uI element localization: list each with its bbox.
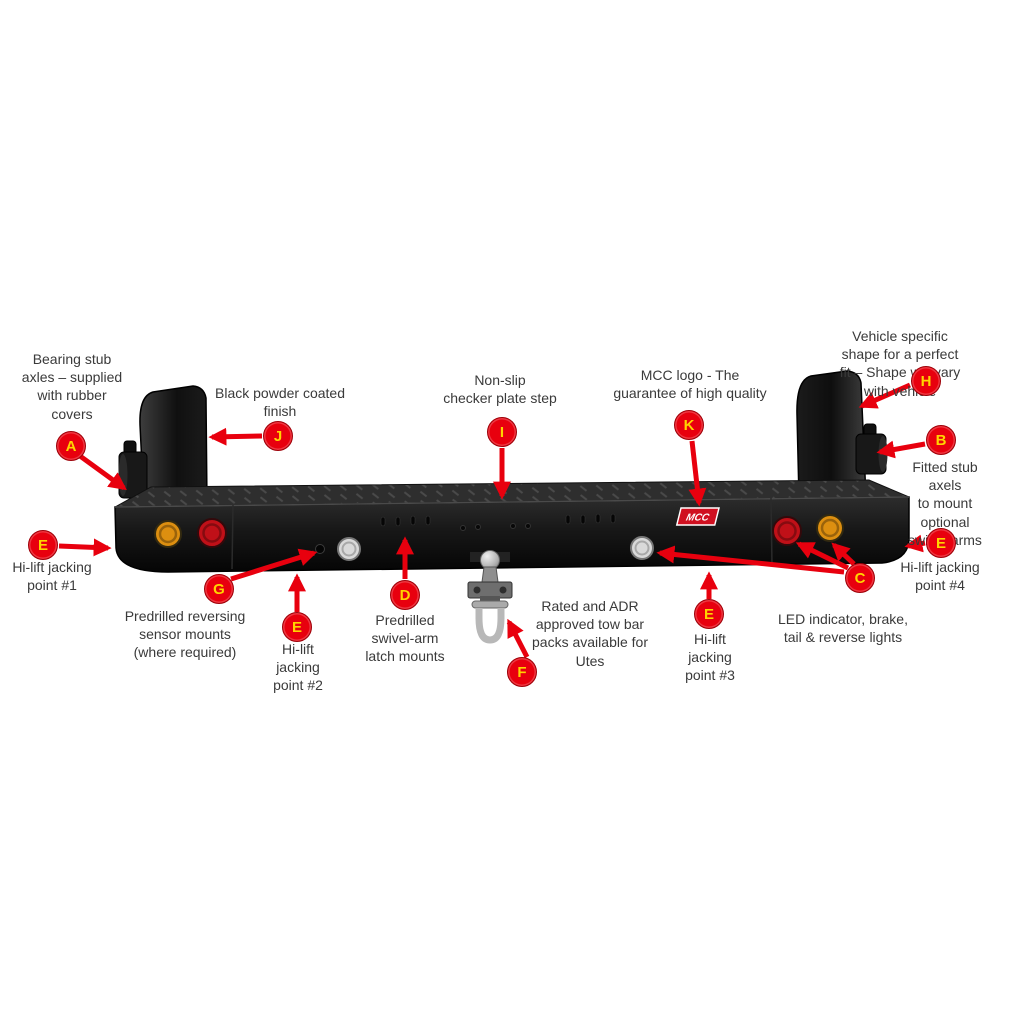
right-reverse-light bbox=[630, 536, 654, 560]
mcc-logo: MCC bbox=[675, 507, 720, 526]
badge-b-letter: B bbox=[935, 431, 947, 449]
left-wing bbox=[139, 385, 208, 506]
panel-seam-left bbox=[231, 504, 234, 570]
badge-j-letter: J bbox=[273, 427, 283, 445]
badge-f-letter: F bbox=[517, 663, 527, 681]
panel-seam-right bbox=[770, 497, 773, 567]
badge-g-letter: G bbox=[213, 580, 225, 598]
bolt-holes bbox=[460, 523, 531, 531]
right-indicator-light bbox=[816, 514, 844, 542]
badge-e1-letter: E bbox=[37, 536, 48, 554]
arrow-b bbox=[876, 440, 926, 459]
badge-e2: E bbox=[282, 612, 312, 642]
badge-a: A bbox=[56, 431, 86, 461]
badge-e4: E bbox=[926, 528, 956, 558]
label-led-lights: LED indicator, brake, tail & reverse lig… bbox=[778, 611, 908, 646]
arrow-h bbox=[858, 382, 912, 409]
tow-bar-assembly bbox=[467, 550, 513, 644]
left-tail-light bbox=[197, 518, 227, 548]
badge-k: K bbox=[674, 410, 704, 440]
arrow-e1 bbox=[58, 538, 112, 557]
right-wing bbox=[796, 370, 867, 499]
shackle bbox=[475, 608, 505, 644]
badge-e4-letter: E bbox=[935, 534, 946, 552]
callout-arrows bbox=[58, 382, 926, 659]
badge-d: D bbox=[390, 580, 420, 610]
arrow-c-3 bbox=[656, 545, 845, 575]
label-jacking-point-2: Hi-lift jacking point #2 bbox=[273, 641, 323, 694]
label-jacking-point-4: Hi-lift jacking point #4 bbox=[900, 559, 980, 594]
left-reverse-light bbox=[337, 537, 361, 561]
left-indicator-light bbox=[154, 520, 182, 548]
label-sensor-mounts: Predrilled reversing sensor mounts (wher… bbox=[124, 608, 246, 661]
label-jacking-point-3: Hi-lift jacking point #3 bbox=[685, 631, 735, 684]
badge-e2-letter: E bbox=[291, 618, 302, 636]
reversing-sensor-mount-hole bbox=[315, 544, 325, 554]
badge-g: G bbox=[204, 574, 234, 604]
badge-h: H bbox=[911, 366, 941, 396]
arrow-c-1 bbox=[795, 541, 850, 571]
arrow-e4 bbox=[904, 534, 926, 553]
badge-e3: E bbox=[694, 599, 724, 629]
arrow-j bbox=[208, 427, 263, 446]
badge-h-letter: H bbox=[920, 372, 932, 390]
arrow-c-2 bbox=[831, 542, 856, 566]
badge-c: C bbox=[845, 563, 875, 593]
arrow-a bbox=[78, 453, 127, 491]
label-jacking-point-1: Hi-lift jacking point #1 bbox=[12, 559, 92, 594]
badge-e3-letter: E bbox=[703, 605, 714, 623]
badge-j: J bbox=[263, 421, 293, 451]
badge-d-letter: D bbox=[399, 586, 411, 604]
badge-f: F bbox=[507, 657, 537, 687]
label-latch-mounts: Predrilled swivel-arm latch mounts bbox=[365, 612, 445, 665]
badge-i: I bbox=[487, 417, 517, 447]
badge-c-letter: C bbox=[854, 569, 866, 587]
label-checker-plate: Non-slip checker plate step bbox=[443, 372, 557, 407]
mcc-logo-text: MCC bbox=[685, 513, 711, 524]
badge-a-letter: A bbox=[65, 437, 77, 455]
badge-i-letter: I bbox=[499, 423, 505, 441]
label-powder-coated: Black powder coated finish bbox=[215, 385, 345, 420]
shackle-pin bbox=[471, 600, 509, 609]
label-vehicle-specific: Vehicle specific shape for a perfect fit… bbox=[839, 328, 961, 399]
badge-k-letter: K bbox=[683, 416, 695, 434]
label-tow-bar-packs: Rated and ADR approved tow bar packs ava… bbox=[532, 598, 648, 669]
right-tail-light bbox=[772, 516, 802, 546]
latch-mount-slots bbox=[380, 513, 616, 527]
arrow-f bbox=[506, 618, 530, 659]
arrow-k bbox=[688, 440, 707, 507]
badge-b: B bbox=[926, 425, 956, 455]
label-mcc-logo: MCC logo - The guarantee of high quality bbox=[613, 367, 767, 402]
badge-e1: E bbox=[28, 530, 58, 560]
label-bearing-stub-axles: Bearing stub axles – supplied with rubbe… bbox=[21, 351, 123, 422]
arrow-g bbox=[230, 548, 318, 582]
